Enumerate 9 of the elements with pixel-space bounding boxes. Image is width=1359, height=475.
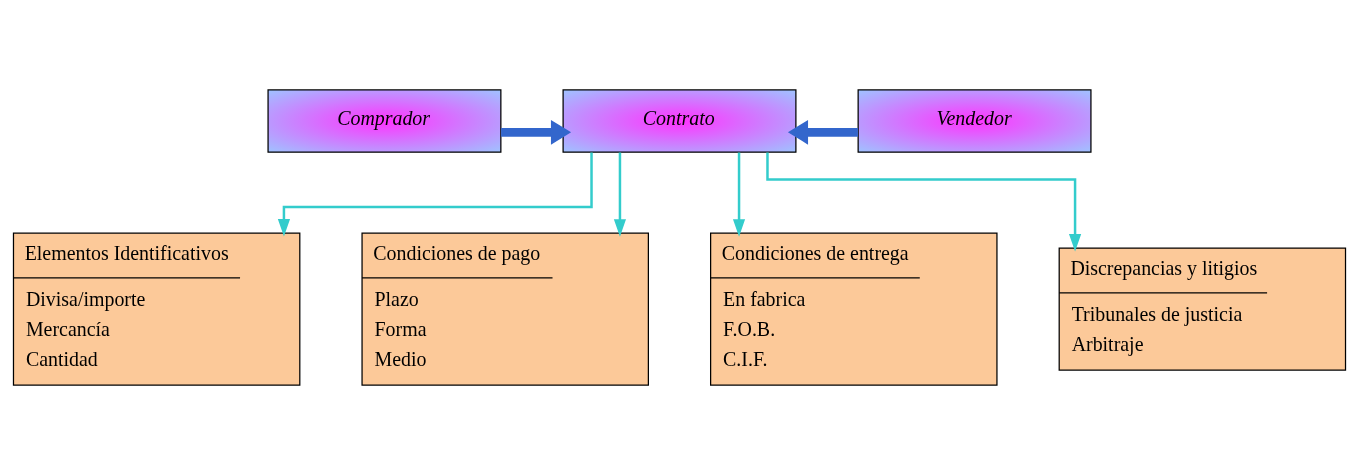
arrow [277,152,593,237]
arrow [766,152,1082,252]
node-box: Vendedor [857,89,1092,153]
arrow [501,119,572,145]
node-box: Contrato [562,89,797,153]
arrow [732,152,746,237]
arrow [787,119,858,145]
node-box: Comprador [267,89,502,153]
arrow [613,152,627,237]
